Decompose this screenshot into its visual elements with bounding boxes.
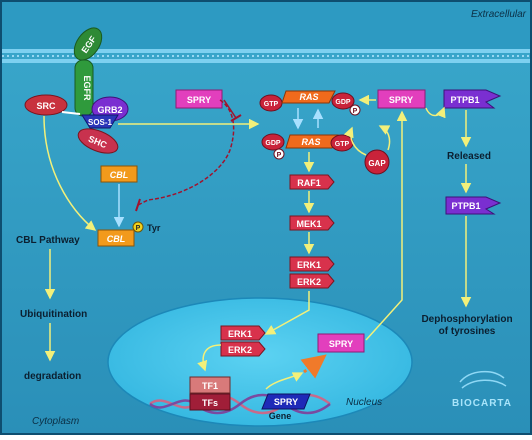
svg-text:CBL: CBL: [107, 234, 126, 244]
tfs-protein: TFs: [189, 393, 231, 411]
ras-active: RAS: [285, 134, 339, 149]
plasma-membrane: [2, 49, 530, 63]
spry-ptpb1-arrow: [425, 106, 446, 119]
svg-text:GTP: GTP: [264, 101, 279, 108]
spry-gene: SPRY: [261, 393, 311, 410]
spry-membrane-left: SPRY: [175, 89, 223, 109]
cbl-pathway-label: CBL Pathway: [16, 235, 80, 246]
src-egfr-link: [61, 111, 81, 115]
erk2-nucleus: ERK2: [220, 341, 266, 357]
svg-text:PTPB1: PTPB1: [450, 95, 479, 105]
gap-ras-arrow: [343, 126, 367, 156]
svg-text:BIOCARTA: BIOCARTA: [452, 398, 512, 409]
egf-protein: EGF: [73, 27, 103, 61]
sos1-protein: SOS-1: [81, 114, 119, 129]
gdp-ras-top: GDP P: [331, 92, 361, 116]
ras-inactive: RAS: [281, 90, 336, 104]
svg-text:ERK2: ERK2: [297, 277, 321, 287]
nucleus-label: Nucleus: [346, 397, 382, 408]
egfr-receptor: EGFR: [74, 59, 94, 117]
erk1-nucleus: ERK1: [220, 325, 266, 341]
tyr-label: Tyr: [147, 223, 161, 233]
dephosphorylation-label-2: of tyrosines: [439, 326, 496, 337]
gene-activation-arrow: [265, 372, 304, 390]
svg-text:SPRY: SPRY: [389, 95, 413, 105]
src-protein: SRC: [24, 94, 68, 116]
biocarta-logo: BIOCARTA: [452, 370, 512, 409]
spry-left-label: SPRY: [187, 95, 211, 105]
dephosphorylation-label-1: Dephosphorylation: [421, 314, 512, 325]
svg-text:TFs: TFs: [202, 398, 218, 408]
spry-ras-inhibition: [223, 99, 237, 119]
svg-text:ERK2: ERK2: [228, 345, 252, 355]
src-label: SRC: [36, 101, 56, 111]
released-label: Released: [447, 151, 491, 162]
sos1-label: SOS-1: [88, 118, 113, 127]
svg-text:CBL: CBL: [110, 170, 129, 180]
svg-text:GDP: GDP: [335, 99, 351, 106]
spry-ras-inhibition-bar: [230, 114, 242, 122]
svg-text:RAS: RAS: [299, 92, 318, 102]
svg-text:P: P: [136, 225, 141, 232]
mek1-protein: MEK1: [289, 215, 335, 231]
nucleus: [107, 297, 413, 427]
gdp-ras-bottom: GDP P: [261, 133, 285, 160]
spry-cbl-inhibition: [137, 99, 235, 206]
ubiquitination-label: Ubiquitination: [20, 309, 87, 320]
degradation-label: degradation: [24, 371, 81, 382]
svg-text:TF1: TF1: [202, 381, 218, 391]
spry-export-arrow: [365, 110, 408, 341]
ptpb1-released: PTPB1: [445, 196, 502, 215]
gtp-ras-top: GTP: [259, 94, 283, 112]
svg-text:RAF1: RAF1: [297, 178, 321, 188]
svg-text:ERK1: ERK1: [228, 329, 252, 339]
svg-text:GDP: GDP: [265, 140, 281, 147]
svg-text:SPRY: SPRY: [329, 339, 353, 349]
svg-text:PTPB1: PTPB1: [451, 201, 480, 211]
extracellular-label: Extracellular: [471, 9, 527, 20]
svg-text:SPRY: SPRY: [274, 397, 298, 407]
svg-text:P: P: [353, 108, 358, 115]
svg-text:GAP: GAP: [368, 159, 386, 168]
svg-text:RAS: RAS: [301, 137, 320, 147]
spry-cbl-inhibition-bar: [135, 198, 141, 212]
tf1-protein: TF1: [189, 376, 231, 394]
svg-text:MEK1: MEK1: [296, 219, 321, 229]
svg-text:ERK1: ERK1: [297, 260, 321, 270]
spry-expression-arrow: [300, 354, 327, 379]
gtp-ras-bottom: GTP: [330, 134, 354, 152]
src-cbl-arrow: [43, 115, 97, 231]
egfr-label: EGFR: [82, 75, 92, 101]
spry-membrane-right: SPRY: [377, 89, 426, 109]
cbl-cytoplasm: CBL: [100, 165, 138, 183]
erk-tf-arrow: [197, 344, 222, 372]
shc-protein: SHC: [77, 128, 119, 154]
erk-nuclear-translocation-arrow: [264, 291, 310, 335]
cbl-phosphorylated: CBL P: [97, 221, 144, 247]
gene-label: Gene: [269, 411, 292, 421]
gap-spry-arrow: [378, 125, 391, 151]
svg-text:P: P: [277, 152, 282, 159]
erk1-cytoplasm: ERK1: [289, 256, 335, 272]
raf1-protein: RAF1: [289, 174, 335, 190]
grb2-label: GRB2: [97, 105, 122, 115]
cytoplasm-label: Cytoplasm: [32, 416, 79, 427]
gap-protein: GAP: [364, 149, 390, 175]
svg-text:GTP: GTP: [335, 141, 350, 148]
spry-nucleus: SPRY: [317, 333, 365, 353]
erk2-cytoplasm: ERK2: [289, 273, 335, 289]
